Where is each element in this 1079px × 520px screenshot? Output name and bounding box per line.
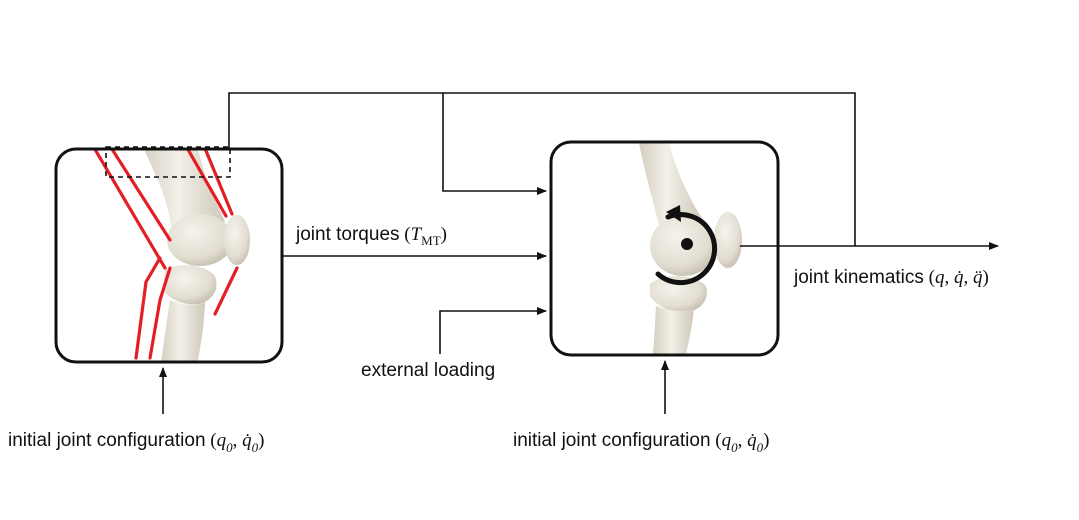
initial-config-right-label: initial joint configuration (q0, q̇0) [513, 430, 769, 455]
femur-bone [140, 149, 225, 232]
tibia-head [650, 275, 707, 313]
external-loading-arrow [439, 307, 547, 354]
tibia-head [163, 265, 217, 305]
skeletal-knee-model [549, 140, 780, 357]
joint-kinematics-label: joint kinematics (q, q̇, q̈) [793, 267, 989, 288]
patella-bone [714, 212, 742, 268]
feedback-line [228, 92, 856, 246]
external-loading-label: external loading [361, 360, 495, 381]
initial-config-left-label: initial joint configuration (q0, q̇0) [8, 430, 264, 455]
muscle-lines [91, 149, 239, 360]
joint-torques-label: joint torques (TMT) [295, 224, 447, 248]
femoral-condyle [167, 214, 233, 266]
patella-bone [224, 215, 250, 265]
feedback-into-right-box [442, 93, 547, 195]
dashed-region [105, 146, 231, 178]
skeletal-model-box [549, 140, 780, 357]
connector-lines [159, 92, 999, 414]
rotation-arrow-icon [655, 205, 718, 286]
muscle-skeletal-knee-model [54, 146, 284, 364]
tibia-shaft [652, 306, 694, 355]
tibia-shaft [160, 300, 205, 362]
